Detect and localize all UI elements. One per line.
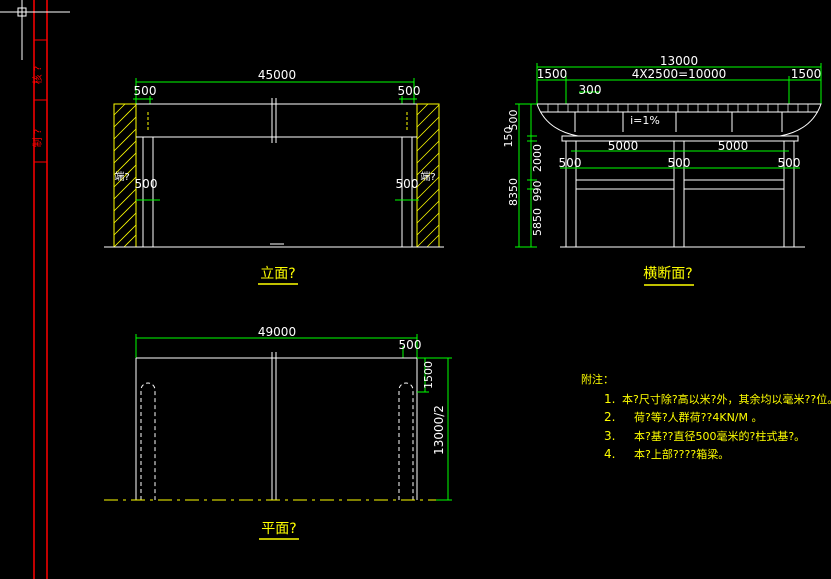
elev-left-end-dim: 500 (134, 84, 157, 98)
sec-col-right: 500 (778, 156, 801, 170)
notes-heading: 附注： (581, 372, 614, 386)
left-bar-label-top: 核 ? (31, 66, 44, 85)
plan-title: 平面? (261, 521, 296, 537)
elev-right-wall-label: 端? (420, 170, 435, 183)
section-title: 横断面? (643, 266, 692, 282)
elev-left-col-dim: 500 (135, 177, 158, 191)
elev-overall-dim: 45000 (258, 68, 296, 82)
notes-block: 附注： 1. 本?尺寸除?高以米?外，其余均以毫米??位。 2. 荷?等?人群荷… (581, 372, 831, 461)
sec-right-dim: 1500 (791, 67, 822, 81)
sec-col-mid: 500 (668, 156, 691, 170)
sec-height-2000: 2000 (531, 144, 544, 172)
elev-right-col-dim: 500 (396, 177, 419, 191)
plan-overall-dim: 49000 (258, 325, 296, 339)
note-4-num: 4. (604, 447, 615, 461)
sec-overall-dim: 13000 (660, 54, 698, 68)
plan-depth-dim: 1500 (422, 361, 435, 389)
plan-view (104, 334, 452, 501)
sec-mid-dim: 4X2500=10000 (632, 67, 727, 81)
sec-slope-label: i=1% (630, 114, 660, 127)
note-3-num: 3. (604, 429, 615, 443)
sec-height-5850: 5850 (531, 208, 544, 236)
note-1-num: 1. (604, 392, 615, 406)
plan-half-width-dim: 13000/2 (432, 405, 446, 455)
cursor-crosshair-icon (0, 0, 70, 60)
elev-right-end-dim: 500 (398, 84, 421, 98)
note-4-text: 本?上部????箱梁。 (634, 447, 729, 461)
note-3-text: 本?基??直径500毫米的?柱式基?。 (634, 429, 805, 443)
section-view (515, 63, 822, 248)
sec-cantilever-dim: 300 (579, 83, 602, 97)
sec-height-150: 150 (502, 127, 515, 148)
sec-height-500: 500 (507, 110, 520, 131)
note-1-text: 本?尺寸除?高以米?外，其余均以毫米??位。 (622, 392, 831, 406)
sec-left-dim: 1500 (537, 67, 568, 81)
plan-end-dim: 500 (399, 338, 422, 352)
sec-col-left: 500 (559, 156, 582, 170)
note-2-text: 荷?等?人群荷??4KN/M 。 (634, 410, 763, 424)
sec-span-right: 5000 (718, 139, 749, 153)
sec-span-left: 5000 (608, 139, 639, 153)
elev-left-wall-label: 端? (114, 170, 129, 183)
sec-height-8350: 8350 (507, 178, 520, 206)
elevation-view (104, 78, 444, 248)
sec-height-990: 990 (531, 181, 544, 202)
left-bar-label-bottom: 制 ? (31, 129, 44, 148)
note-2-num: 2. (604, 410, 615, 424)
elevation-title: 立面? (260, 266, 295, 282)
left-border (33, 0, 48, 579)
